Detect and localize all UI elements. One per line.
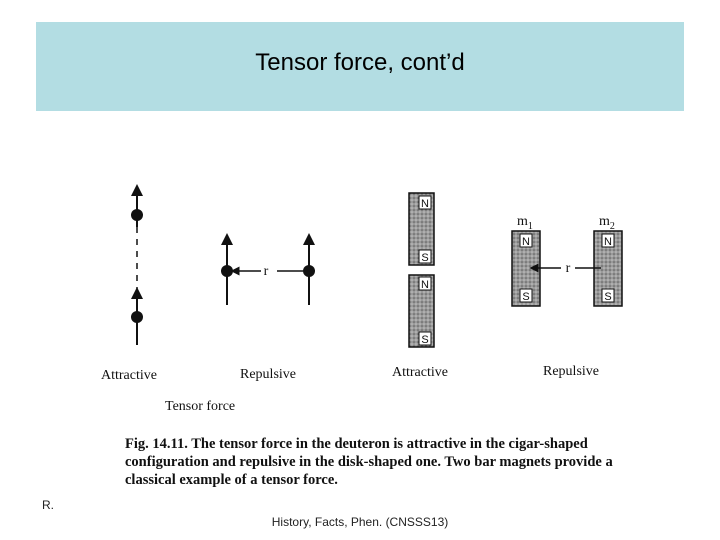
figure-diagram: r N S N S N S N S r m1 m2 bbox=[101, 184, 623, 414]
m1-label: m1 bbox=[517, 214, 533, 232]
attractive-label-left: Attractive bbox=[101, 368, 157, 383]
repulsive-magnets bbox=[511, 230, 623, 307]
north-label: N bbox=[522, 236, 530, 248]
figure-caption: Fig. 14.11. The tensor force in the deut… bbox=[125, 435, 655, 489]
south-label: S bbox=[604, 291, 611, 303]
slide-title: Tensor force, cont’d bbox=[255, 48, 465, 76]
tensor-force-figure: r N S N S N S N S r m1 m2 bbox=[85, 165, 655, 505]
figure-number: Fig. 14.11. bbox=[125, 436, 188, 452]
footer-author: R. bbox=[42, 498, 54, 512]
south-label: S bbox=[421, 334, 428, 346]
tensor-force-label: Tensor force bbox=[165, 399, 235, 414]
north-label: N bbox=[421, 279, 429, 291]
attractive-label-right: Attractive bbox=[392, 365, 448, 380]
r-label-right: r bbox=[566, 261, 571, 276]
attractive-magnets bbox=[408, 192, 435, 348]
r-label-left: r bbox=[264, 264, 269, 279]
caption-text: The tensor force in the deuteron is attr… bbox=[125, 436, 613, 488]
footer-title: History, Facts, Phen. (CNSSS13) bbox=[271, 515, 449, 529]
north-label: N bbox=[421, 198, 429, 210]
m2-label: m2 bbox=[599, 214, 615, 232]
title-bar: Tensor force, cont’d bbox=[36, 22, 684, 111]
repulsive-label-right: Repulsive bbox=[543, 364, 599, 379]
north-label: N bbox=[604, 236, 612, 248]
repulsive-spin-pair bbox=[221, 233, 315, 305]
south-label: S bbox=[421, 252, 428, 264]
repulsive-label-left: Repulsive bbox=[240, 367, 296, 382]
attractive-spin-pair bbox=[131, 184, 143, 345]
south-label: S bbox=[522, 291, 529, 303]
